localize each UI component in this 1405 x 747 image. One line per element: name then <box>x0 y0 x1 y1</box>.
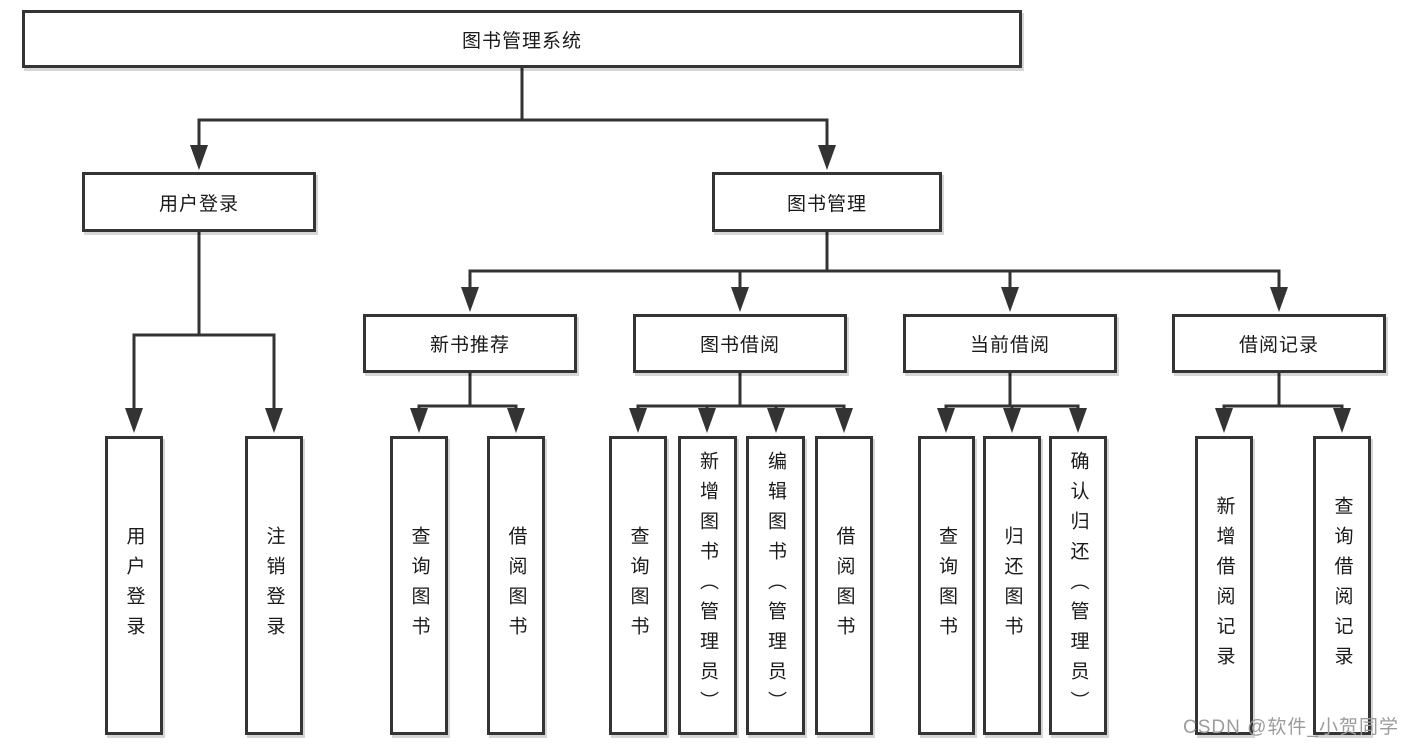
leaf-borrow-books-1: 借阅图书 <box>487 436 545 735</box>
arrowhead <box>629 408 647 433</box>
node-book-borrowing: 图书借阅 <box>633 314 847 373</box>
leaf-edit-books-admin: 编辑图书（管理员） <box>746 436 805 735</box>
arrowhead <box>1215 408 1233 433</box>
node-library-management-system: 图书管理系统 <box>22 10 1022 68</box>
leaf-query-books-3: 查询图书 <box>918 436 975 735</box>
connector-borrowing-records-to-leaves <box>1215 373 1351 433</box>
node-label: 借阅记录 <box>1238 335 1319 356</box>
node-new-book-recommendation: 新书推荐 <box>363 314 577 373</box>
arrowhead <box>190 145 208 170</box>
node-label: 图书借阅 <box>699 335 780 356</box>
connector-root-to-level2 <box>190 68 836 170</box>
arrowhead <box>461 287 479 312</box>
arrowhead <box>698 408 716 433</box>
arrowhead <box>1003 408 1021 433</box>
connector-book-borrowing-to-leaves <box>629 373 853 433</box>
leaf-label: 确认归还（管理员） <box>1067 450 1089 721</box>
arrowhead <box>731 287 749 312</box>
node-current-borrowing: 当前借阅 <box>903 314 1117 373</box>
node-label: 图书管理系统 <box>461 30 582 52</box>
leaf-label: 查询图书 <box>936 525 957 646</box>
node-label: 新书推荐 <box>429 335 510 356</box>
arrowhead <box>1333 408 1351 433</box>
node-label: 图书管理 <box>786 193 867 215</box>
leaf-label: 借阅图书 <box>833 525 855 646</box>
arrowhead <box>937 408 955 433</box>
leaf-query-borrow-record: 查询借阅记录 <box>1313 436 1371 735</box>
leaf-label: 注销登录 <box>263 525 285 646</box>
node-borrowing-records: 借阅记录 <box>1172 314 1386 373</box>
node-label: 用户登录 <box>158 193 239 215</box>
leaf-return-books: 归还图书 <box>983 436 1041 735</box>
arrowhead <box>507 408 525 433</box>
leaf-confirm-return-admin: 确认归还（管理员） <box>1049 436 1107 735</box>
arrowhead <box>1270 287 1288 312</box>
node-user-login: 用户登录 <box>82 172 316 232</box>
node-label: 当前借阅 <box>969 335 1050 356</box>
arrowhead <box>410 408 428 433</box>
leaf-add-borrow-record: 新增借阅记录 <box>1195 436 1253 735</box>
watermark: CSDN @软件_小贺同学 <box>1183 717 1399 738</box>
leaf-label: 用户登录 <box>123 525 145 646</box>
leaf-query-books-1: 查询图书 <box>390 436 448 735</box>
leaf-label: 归还图书 <box>1001 525 1023 646</box>
leaf-label: 查询借阅记录 <box>1331 495 1353 676</box>
arrowhead <box>767 408 785 433</box>
node-book-management: 图书管理 <box>712 172 942 232</box>
leaf-label: 新增图书（管理员） <box>697 450 718 721</box>
arrowhead <box>1069 408 1087 433</box>
leaf-user-login: 用户登录 <box>105 436 163 735</box>
leaf-label: 借阅图书 <box>505 525 527 646</box>
arrowhead <box>1001 287 1019 312</box>
leaf-label: 新增借阅记录 <box>1213 495 1235 676</box>
leaf-label: 查询图书 <box>627 525 649 646</box>
arrowhead <box>265 408 283 433</box>
leaf-query-books-2: 查询图书 <box>609 436 667 735</box>
connector-new-book-rec-to-leaves <box>410 373 525 433</box>
arrowhead <box>818 145 836 170</box>
connector-book-management-to-level3 <box>461 232 1288 312</box>
leaf-label: 编辑图书（管理员） <box>765 450 786 721</box>
connector-user-login-to-leaves <box>125 232 283 433</box>
leaf-logout: 注销登录 <box>245 436 303 735</box>
arrowhead <box>125 408 143 433</box>
leaf-add-books-admin: 新增图书（管理员） <box>678 436 737 735</box>
leaf-borrow-books-2: 借阅图书 <box>815 436 873 735</box>
arrowhead <box>835 408 853 433</box>
connector-current-borrowing-to-leaves <box>937 373 1087 433</box>
leaf-label: 查询图书 <box>408 525 430 646</box>
